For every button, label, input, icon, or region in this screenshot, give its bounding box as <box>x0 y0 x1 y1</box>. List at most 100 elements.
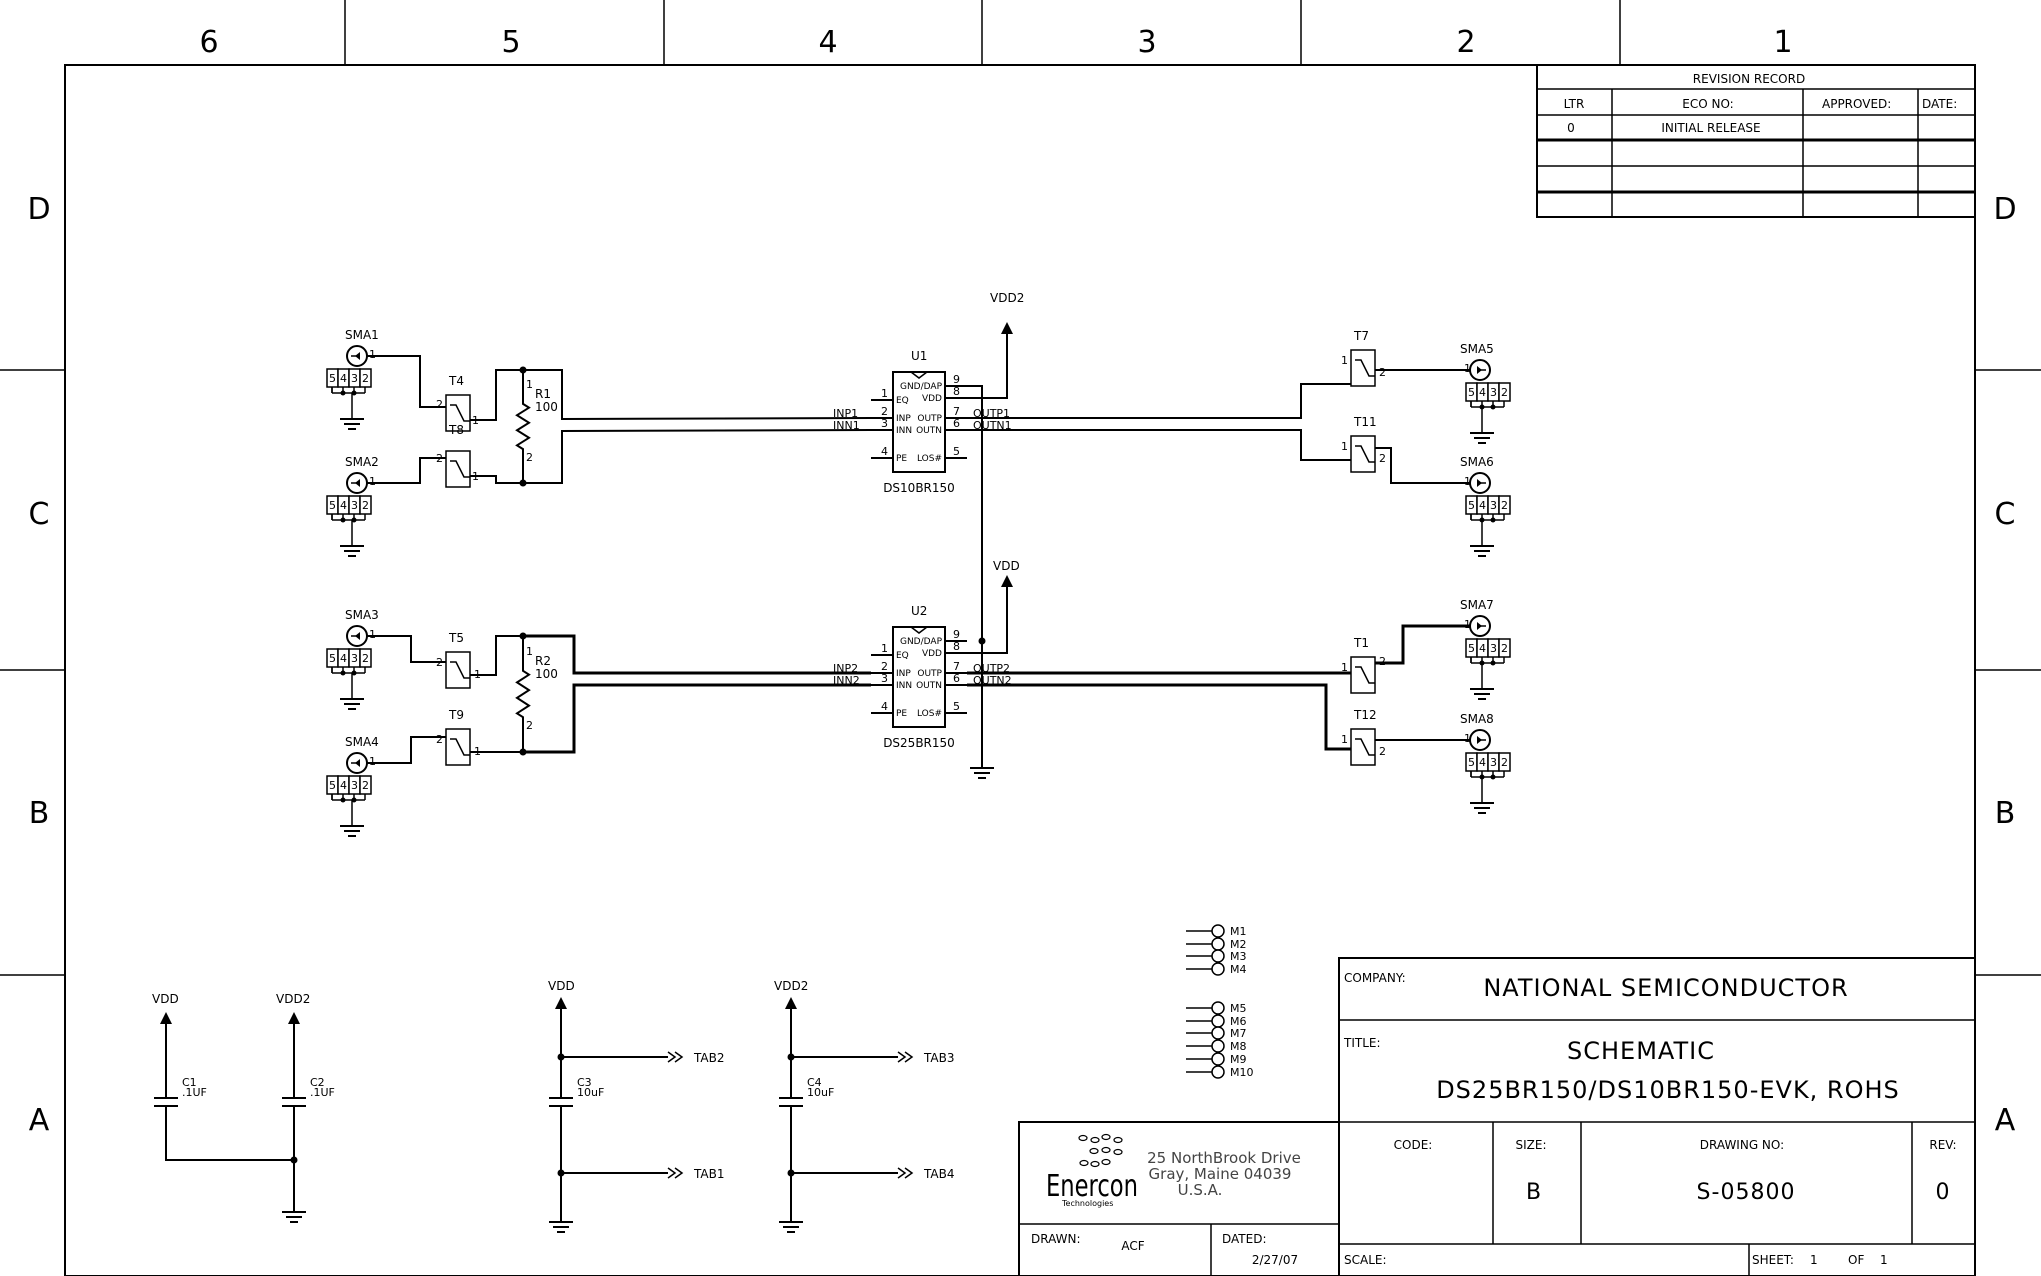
power-arrow <box>555 997 567 1009</box>
drawn-by: ACF <box>1121 1239 1144 1253</box>
wire <box>1375 447 1470 484</box>
ic-ref: U2 <box>911 604 927 618</box>
mounting-hole-label: M5 <box>1230 1002 1247 1015</box>
cap-value: .1UF <box>182 1086 207 1099</box>
size-value: B <box>1526 1180 1542 1205</box>
test-point-ref: T7 <box>1353 329 1369 343</box>
connector-pin: 5 <box>329 499 336 512</box>
tab-label: TAB4 <box>923 1167 954 1181</box>
ic-pin-name: OUTP <box>917 669 942 679</box>
wire <box>367 355 446 408</box>
connector-pin: 1 <box>369 348 376 361</box>
ic-pin-number: 7 <box>953 405 960 418</box>
connector-pin: 3 <box>351 372 358 385</box>
resistor-body <box>515 636 531 752</box>
ic-pin-number: 9 <box>953 628 960 641</box>
connector-pin: 3 <box>1490 386 1497 399</box>
connector-pin: 4 <box>340 499 347 512</box>
junction-dot <box>290 1156 298 1164</box>
connector-ref: SMA6 <box>1460 455 1494 469</box>
cap-ref: C3 <box>577 1076 592 1089</box>
zone-label-left: B <box>29 796 50 831</box>
test-point-body <box>1350 435 1376 473</box>
connector-pin: 2 <box>362 779 369 792</box>
ground-symbol <box>779 1221 803 1233</box>
power-arrow <box>160 1012 172 1024</box>
zone-label-left: A <box>29 1103 50 1138</box>
sheet-number: 1 <box>1810 1253 1818 1267</box>
test-point-body <box>445 394 471 432</box>
ground-symbol <box>340 418 364 430</box>
connector-pin: 1 <box>1464 475 1471 488</box>
wire <box>967 587 1008 654</box>
ic-body <box>892 371 946 473</box>
test-point-switch <box>1355 445 1375 463</box>
test-point <box>445 450 471 488</box>
address-line: Gray, Maine 04039 <box>1149 1165 1292 1183</box>
wire <box>367 736 446 764</box>
connector-pin: 4 <box>340 779 347 792</box>
test-point-body <box>1350 656 1376 694</box>
address-line: 25 NorthBrook Drive <box>1147 1149 1301 1167</box>
connector-pin: 4 <box>1479 386 1486 399</box>
wire <box>1375 624 1470 665</box>
connector-pin: 2 <box>1501 642 1508 655</box>
mounting-hole-label: M1 <box>1230 925 1247 938</box>
connector-pin: 2 <box>1501 499 1508 512</box>
connector-pin: 2 <box>362 499 369 512</box>
ground-symbol <box>1470 432 1494 444</box>
drawing-title-line2: DS25BR150/DS10BR150-EVK, ROHS <box>1436 1076 1900 1104</box>
logo-tagline: Technologies <box>1061 1199 1113 1208</box>
resistor-value: 100 <box>535 667 558 681</box>
tab-chevron <box>897 1051 907 1063</box>
test-point-switch <box>1355 738 1375 756</box>
zone-label-right: A <box>1995 1103 2016 1138</box>
tab-connector: TAB1 <box>667 1167 724 1181</box>
title-label: TITLE: <box>1343 1036 1381 1050</box>
power-arrow <box>785 997 797 1009</box>
drawing-no-label: DRAWING NO: <box>1700 1138 1784 1152</box>
connector-pin: 4 <box>1479 499 1486 512</box>
ic-pin-number: 8 <box>953 640 960 653</box>
address-line: U.S.A. <box>1178 1181 1223 1199</box>
test-point-ref: T12 <box>1353 708 1377 722</box>
ground-symbol <box>340 698 364 710</box>
ic-pin-name: VDD <box>922 649 942 659</box>
zone-label-left: D <box>27 192 50 227</box>
connector-pin: 2 <box>1501 386 1508 399</box>
wire <box>470 635 523 676</box>
mounting-hole-pad <box>1211 962 1225 976</box>
wire <box>523 683 871 754</box>
ic-pin-name: EQ <box>896 396 909 406</box>
size-label: SIZE: <box>1515 1138 1546 1152</box>
ic-pin-name: OUTP <box>917 414 942 424</box>
test-point-switch <box>450 661 470 679</box>
connector-ref: SMA8 <box>1460 712 1494 726</box>
test-point-switch <box>1355 359 1375 377</box>
junction-dot <box>1490 774 1496 780</box>
revision-record: REVISION RECORD LTR ECO NO: APPROVED: DA… <box>1536 64 1976 218</box>
wire <box>523 634 871 675</box>
mounting-hole-pad <box>1211 1014 1225 1028</box>
mounting-hole: M7 <box>1186 1026 1247 1040</box>
ground-symbol <box>340 825 364 837</box>
ic-pin-number: 5 <box>953 445 960 458</box>
test-point-ref: T5 <box>448 631 464 645</box>
ic-pin-name: LOS# <box>917 709 942 719</box>
connector-pin: 3 <box>1490 499 1497 512</box>
zone-label-right: D <box>1993 192 2016 227</box>
mounting-hole: M10 <box>1186 1065 1254 1079</box>
connector-pin: 3 <box>351 499 358 512</box>
mounting-hole-label: M8 <box>1230 1040 1247 1053</box>
test-point-switch <box>1355 666 1375 684</box>
power-label: VDD2 <box>990 291 1024 305</box>
connector-ref: SMA3 <box>345 608 379 622</box>
connector-pin: 2 <box>362 372 369 385</box>
connector-pin: 4 <box>1479 756 1486 769</box>
